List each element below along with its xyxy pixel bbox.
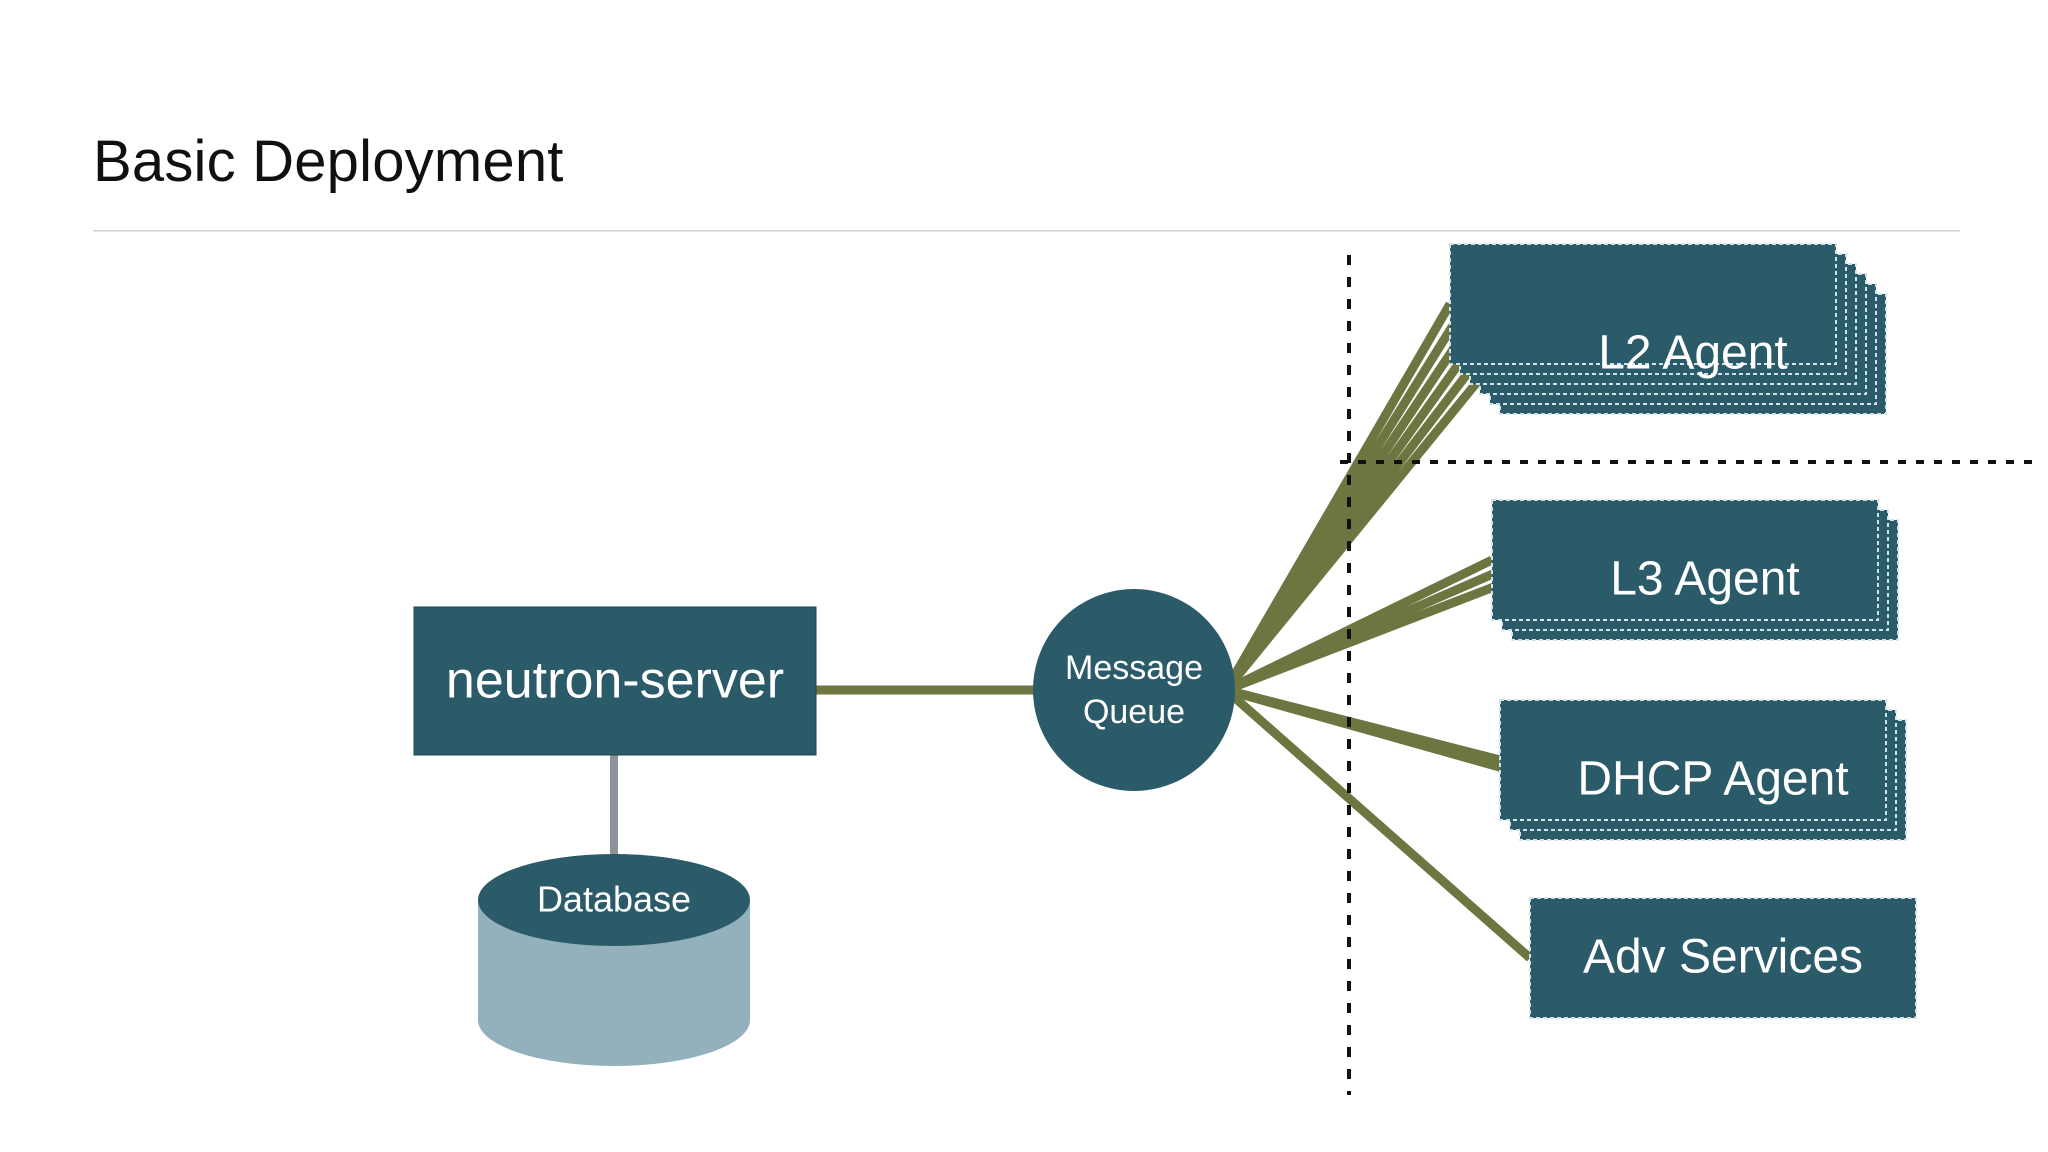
node-dhcp-agent[interactable]: DHCP Agent [1499, 699, 1907, 841]
label-dhcp-agent: DHCP Agent [1577, 753, 1848, 806]
card-l3-agent-3 [1491, 499, 1879, 621]
label-neutron-server: neutron-server [446, 652, 784, 710]
label-database: Database [537, 879, 691, 920]
connector-queue-to-l2-agent [1222, 351, 1504, 693]
page-title: Basic Deployment [93, 129, 564, 194]
node-adv-services[interactable]: Adv Services [1529, 897, 1917, 1019]
node-database[interactable]: Database [478, 854, 750, 1066]
node-l2-agent[interactable]: L2 Agent [1449, 243, 1887, 415]
message-queue-circle [1033, 589, 1235, 791]
label-l2-agent: L2 Agent [1598, 327, 1788, 380]
label-message-queue-line2: Queue [1083, 693, 1185, 731]
connector-lines-group [610, 301, 1533, 962]
card-dhcp-agent-3 [1499, 699, 1887, 821]
title-divider-rule [93, 230, 1960, 232]
connector-queue-to-l3-agent [1224, 575, 1514, 695]
zone-dividers-group [1340, 255, 2032, 1095]
node-neutron-server[interactable]: neutron-server [413, 606, 817, 756]
label-adv-services: Adv Services [1583, 931, 1863, 984]
neutron-server-box [413, 606, 817, 756]
connector-queue-to-adv-services [1223, 686, 1533, 962]
connector-queue-to-dhcp-agent [1224, 685, 1512, 775]
label-l3-agent: L3 Agent [1610, 553, 1800, 606]
card-adv-services-1 [1529, 897, 1917, 1019]
database-cylinder-body [478, 900, 750, 1066]
card-l2-agent-6 [1449, 243, 1837, 365]
database-cylinder-top [478, 854, 750, 946]
node-l3-agent[interactable]: L3 Agent [1491, 499, 1899, 641]
label-message-queue-line1: Message [1065, 649, 1203, 687]
